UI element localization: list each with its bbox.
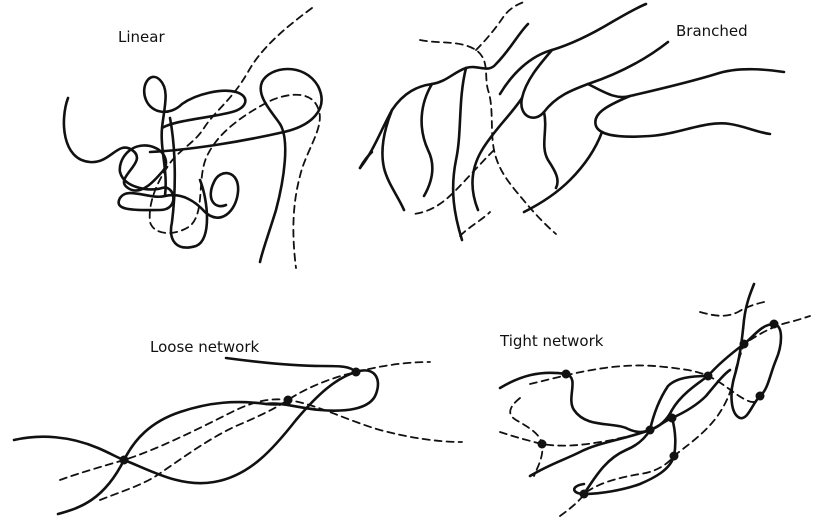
branched-chain-9 — [544, 112, 558, 188]
tight-crosslink-3 — [646, 426, 655, 435]
loose-chain-1 — [14, 370, 378, 483]
branched-chain-10 — [595, 96, 770, 137]
tight-crosslink-4 — [668, 414, 677, 423]
branched-chain-dashed-4 — [460, 212, 490, 236]
loose-chain-3 — [58, 400, 289, 514]
tight-chain-5 — [584, 376, 708, 494]
tight-crosslink-2 — [538, 440, 547, 449]
label-tight-network: Tight network — [499, 332, 604, 350]
tight-crosslink-1 — [562, 370, 571, 379]
tight-crosslink-8 — [770, 320, 779, 329]
panel-loose-network: Loose network — [14, 338, 462, 514]
tight-crosslink-9 — [756, 392, 765, 401]
tight-crosslink-5 — [670, 452, 679, 461]
branched-chain-8 — [472, 98, 522, 210]
label-linear: Linear — [118, 28, 165, 46]
tight-crosslink-6 — [704, 372, 713, 381]
branched-chain-4 — [453, 68, 466, 240]
branched-chain-11 — [524, 132, 602, 212]
loose-crosslink-3 — [352, 368, 361, 377]
tight-crosslink-7 — [740, 340, 749, 349]
panel-linear: Linear — [64, 8, 322, 268]
branched-chain-1 — [360, 24, 528, 168]
label-branched: Branched — [676, 22, 748, 40]
linear-chain-loop — [144, 77, 245, 196]
tight-chain-2 — [708, 284, 781, 418]
loose-chain-2 — [226, 358, 356, 372]
branched-chain-dashed-2 — [476, 2, 524, 50]
tight-chain-3 — [530, 370, 730, 476]
tight-chain-dashed-5 — [700, 302, 764, 316]
branched-chain-3 — [422, 84, 433, 196]
panel-tight-network: Tight network — [499, 284, 810, 516]
linear-chain-dashed-1 — [150, 8, 320, 268]
tight-crosslink-10 — [580, 490, 589, 499]
loose-crosslink-2 — [284, 396, 293, 405]
panel-branched: Branched — [360, 2, 784, 240]
tight-chain-4 — [574, 418, 675, 494]
branched-chain-12 — [360, 152, 372, 168]
branched-chain-5 — [500, 4, 646, 94]
loose-crosslink-1 — [120, 456, 129, 465]
branched-chain-2 — [382, 110, 404, 210]
label-loose-network: Loose network — [150, 338, 259, 356]
